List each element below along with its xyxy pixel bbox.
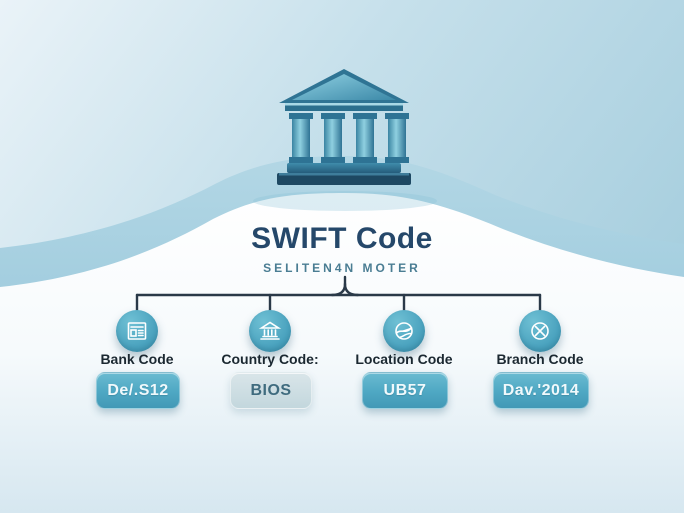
globe-icon	[383, 310, 425, 352]
page-title: SWIFT Code	[251, 222, 433, 255]
branch-code-value: Dav.'2014	[493, 372, 589, 409]
bank-code-value: De/.S12	[96, 372, 180, 409]
branch-code-label: Branch Code	[496, 351, 584, 367]
page-subtitle: SELITEN4N MOTER	[263, 260, 421, 275]
crossed-circle-icon	[519, 310, 561, 352]
bank-code-label: Bank Code	[100, 351, 174, 367]
bank-building-illustration	[277, 69, 411, 185]
title-block: SWIFT Code SELITEN4N MOTER	[0, 223, 684, 275]
document-icon	[116, 310, 158, 352]
country-code-value: BIOS	[230, 372, 312, 409]
bank-icon	[249, 310, 291, 352]
location-code-label: Location Code	[355, 351, 453, 367]
location-code-value: UB57	[362, 372, 448, 409]
country-code-label: Country Code:	[221, 351, 319, 367]
